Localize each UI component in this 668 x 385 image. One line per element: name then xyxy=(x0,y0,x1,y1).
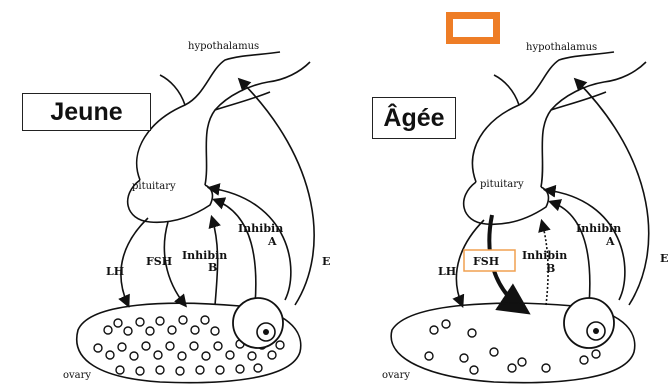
inhibin-b-label: Inhibin xyxy=(182,249,227,262)
inhibin-a-letter: A xyxy=(605,235,615,248)
estrogen-hypothalamus-arrow xyxy=(240,80,314,305)
inhibin-b-letter: B xyxy=(208,261,217,274)
hypothalamus-label: hypothalamus xyxy=(526,42,597,53)
ovary-label: ovary xyxy=(382,370,410,381)
dominant-follicle xyxy=(564,298,614,348)
age-title-young: Jeune xyxy=(22,93,151,131)
inhibin-a-label: Inhibin xyxy=(238,222,283,235)
estrogen-hypothalamus-arrow xyxy=(576,80,649,305)
ovary-label: ovary xyxy=(63,370,91,381)
age-title-old: Âgée xyxy=(372,97,456,139)
dominant-follicle xyxy=(233,298,283,348)
inhibin-a-letter: A xyxy=(267,235,277,248)
pituitary-label: pituitary xyxy=(132,181,176,192)
diagram-panel-old: hypothalamus pituitary LH FSH Inhibin B … xyxy=(334,0,668,385)
fsh-label: FSH xyxy=(146,255,172,268)
inhibin-b-letter: B xyxy=(546,262,555,275)
pituitary-label: pituitary xyxy=(480,179,524,190)
inhibin-b-label: Inhibin xyxy=(522,249,567,262)
fsh-label: FSH xyxy=(473,255,499,268)
hypothalamus-label: hypothalamus xyxy=(188,41,259,52)
hormone-diagram-young: hypothalamus pituitary LH FSH Inhibin B … xyxy=(0,0,334,385)
highlight-marker xyxy=(446,12,500,44)
diagram-panel-young: hypothalamus pituitary LH FSH Inhibin B … xyxy=(0,0,334,385)
hormone-diagram-old: hypothalamus pituitary LH FSH Inhibin B … xyxy=(334,0,668,385)
lh-arrow xyxy=(121,218,148,305)
inhibin-a-label: Inhibin xyxy=(576,222,621,235)
lh-label: LH xyxy=(438,265,456,278)
estrogen-label: E xyxy=(322,255,330,268)
lh-label: LH xyxy=(106,265,124,278)
estrogen-label: E xyxy=(660,252,668,265)
